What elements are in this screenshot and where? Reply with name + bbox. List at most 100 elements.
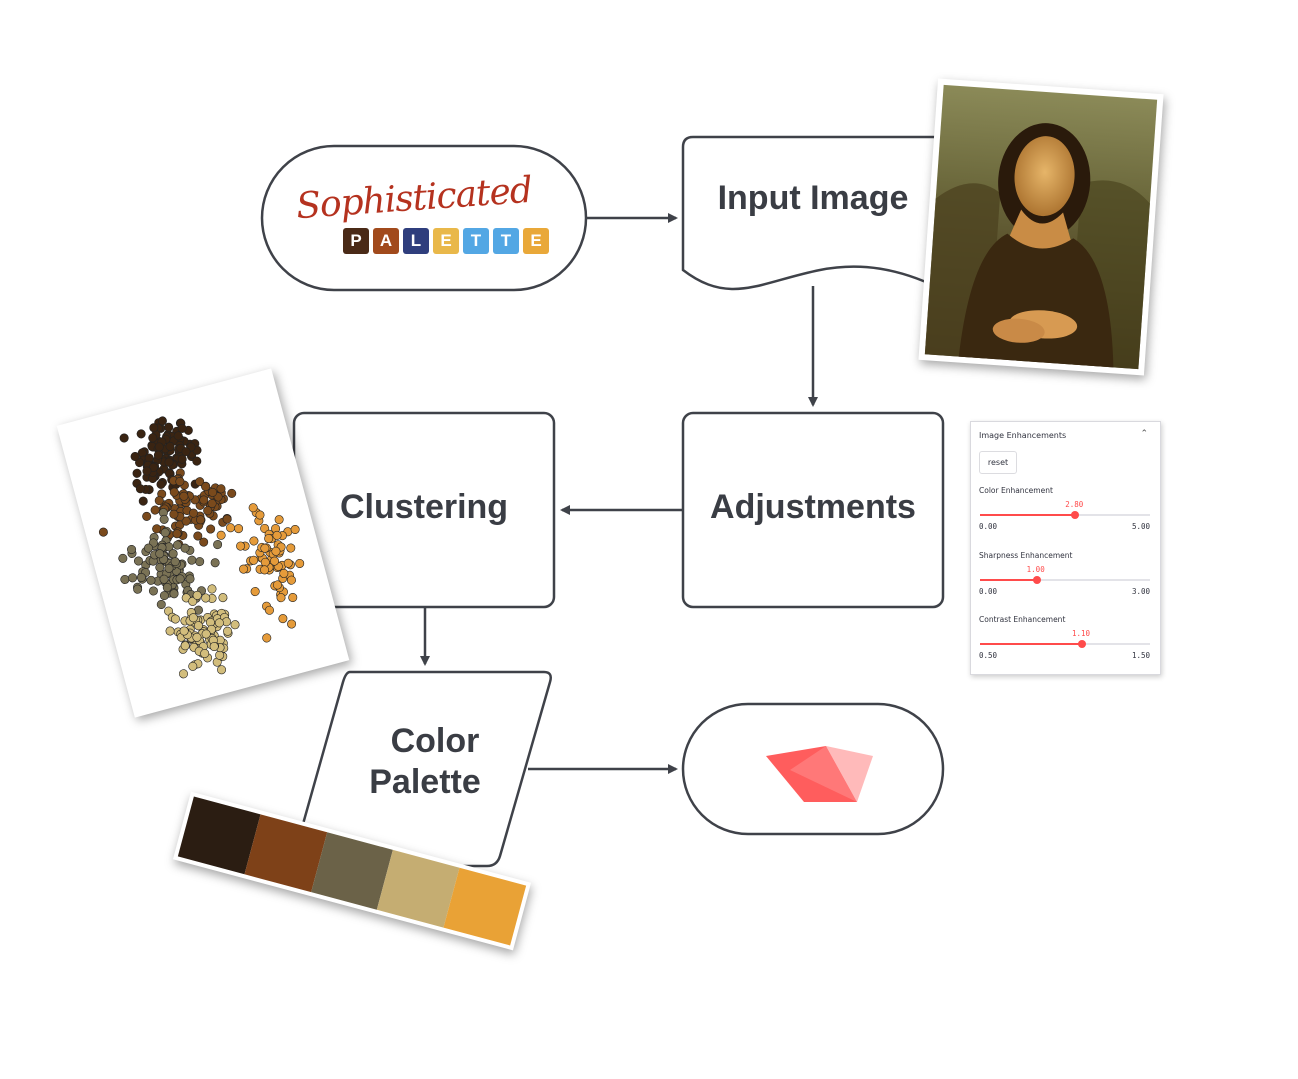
- slider-max: 3.00: [1131, 587, 1150, 596]
- slider-handle[interactable]: [1032, 576, 1041, 584]
- scatter-point: [153, 450, 163, 460]
- slider-fill: [980, 579, 1037, 581]
- scatter-point: [287, 619, 297, 629]
- scatter-point: [135, 484, 145, 494]
- logo-tile: E: [523, 228, 549, 254]
- scatter-point: [223, 626, 233, 636]
- scatter-point: [119, 433, 129, 443]
- logo-tile: P: [343, 228, 369, 254]
- scatter-point: [146, 575, 156, 585]
- scatter-point: [192, 456, 202, 466]
- scatter-point: [152, 524, 162, 534]
- scatter-point: [272, 580, 282, 590]
- scatter-point: [133, 556, 143, 566]
- scatter-point: [208, 487, 218, 497]
- scatter-point: [278, 614, 288, 624]
- scatter-point: [236, 541, 246, 551]
- scatter-point: [274, 515, 284, 525]
- scatter-point: [209, 642, 219, 652]
- scatter-point: [286, 575, 296, 585]
- scatter-point: [169, 589, 179, 599]
- scatter-point: [165, 626, 175, 636]
- slider-track[interactable]: [980, 640, 1150, 648]
- scatter-point: [154, 496, 164, 506]
- streamlit-logo-icon: [766, 746, 873, 802]
- slider-max: 5.00: [1131, 522, 1150, 531]
- scatter-point: [218, 593, 228, 603]
- adjustments-label: Adjustments: [710, 488, 916, 526]
- scatter-point: [156, 479, 166, 489]
- scatter-point: [164, 422, 174, 432]
- scatter-point: [260, 543, 270, 553]
- scatter-point: [175, 574, 185, 584]
- slider-fill: [980, 643, 1082, 645]
- scatter-point: [188, 661, 198, 671]
- slider-handle[interactable]: [1078, 640, 1086, 648]
- scatter-point: [159, 574, 169, 584]
- scatter-point: [199, 537, 209, 547]
- image-enhancements-panel: Image Enhancements ⌃ reset Color Enhance…: [970, 421, 1161, 675]
- slider-label: Sharpness Enhancement: [979, 551, 1073, 560]
- scatter-point: [192, 632, 202, 642]
- scatter-point: [286, 543, 296, 553]
- scatter-point: [260, 565, 270, 575]
- slider-track[interactable]: [980, 511, 1150, 519]
- clustering-label: Clustering: [339, 488, 509, 526]
- scatter-point: [127, 545, 137, 555]
- scatter-point: [169, 487, 179, 497]
- slider-value: 2.80: [1065, 500, 1084, 509]
- scatter-point: [201, 629, 211, 639]
- scatter-point: [239, 564, 249, 574]
- input-painting-photo: [918, 78, 1164, 376]
- slider-handle[interactable]: [1071, 511, 1080, 519]
- scatter-point: [148, 586, 158, 596]
- slider-value: 1.00: [1026, 565, 1045, 574]
- scatter-point: [156, 599, 166, 609]
- color-palette-shape: [292, 670, 552, 868]
- scatter-point: [288, 593, 298, 603]
- chevron-up-icon[interactable]: ⌃: [1140, 429, 1148, 439]
- scatter-point: [142, 511, 152, 521]
- scatter-point: [290, 524, 300, 534]
- scatter-point: [295, 558, 305, 568]
- scatter-point: [201, 482, 211, 492]
- slider-fill: [980, 514, 1076, 516]
- slider-track[interactable]: [980, 576, 1150, 584]
- slider-min: 0.00: [979, 522, 998, 531]
- scatter-point: [207, 584, 217, 594]
- slider-value: 1.10: [1072, 629, 1091, 638]
- reset-button[interactable]: reset: [979, 451, 1017, 474]
- scatter-point: [98, 527, 108, 537]
- scatter-point: [200, 649, 210, 659]
- logo-tile: A: [373, 228, 399, 254]
- scatter-point: [187, 555, 197, 565]
- logo-tile: T: [463, 228, 489, 254]
- scatter-point: [181, 516, 191, 526]
- scatter-point: [188, 596, 198, 606]
- scatter-point: [188, 508, 198, 518]
- scatter-point: [206, 524, 216, 534]
- enhancements-title: Image Enhancements: [979, 431, 1067, 440]
- scatter-point: [207, 499, 217, 509]
- scatter-point: [154, 442, 164, 452]
- cluster-scatter-photo: [56, 368, 350, 718]
- scatter-point: [283, 558, 293, 568]
- scatter-point: [192, 590, 202, 600]
- scatter-point: [216, 530, 226, 540]
- scatter-point: [227, 488, 237, 498]
- scatter-point: [169, 509, 179, 519]
- scatter-point: [164, 563, 174, 573]
- scatter-point: [216, 484, 226, 494]
- scatter-point: [193, 621, 203, 631]
- scatter-point: [181, 593, 191, 603]
- scatter-point: [210, 558, 220, 568]
- scatter-point: [168, 549, 178, 559]
- scatter-point: [172, 540, 182, 550]
- slider-min: 0.00: [979, 587, 998, 596]
- scatter-point: [180, 641, 190, 651]
- scatter-point: [128, 573, 138, 583]
- scatter-point: [234, 524, 244, 534]
- scatter-point: [136, 573, 146, 583]
- scatter-point: [262, 633, 272, 643]
